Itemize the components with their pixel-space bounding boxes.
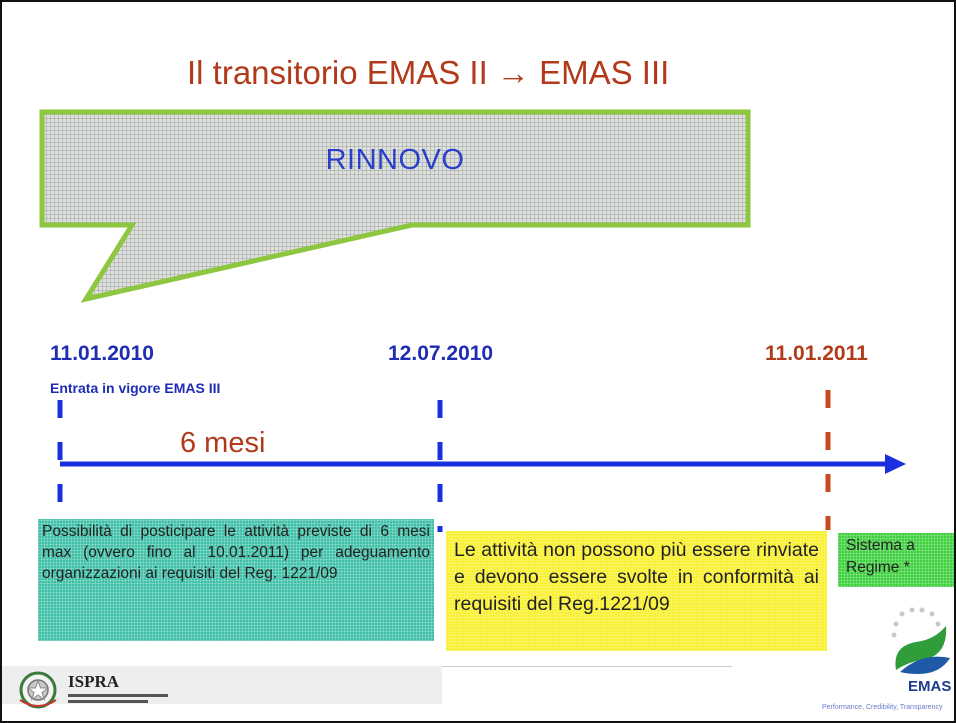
timeline	[57, 390, 906, 532]
box-regime: Sistema a Regime *	[838, 533, 954, 587]
callout-shape	[39, 109, 751, 303]
emas-tagline: Performance, Credibility, Transparency	[822, 704, 943, 711]
slide-title: Il transitorio EMAS II → EMAS III	[187, 54, 670, 91]
date-end: 11.01.2011	[765, 342, 868, 365]
date-mid: 12.07.2010	[388, 342, 494, 365]
box-mandatory: Le attività non possono più essere rinvi…	[446, 531, 827, 651]
period-label: 6 mesi	[180, 427, 266, 459]
italian-emblem-icon	[19, 671, 57, 709]
footer-divider	[442, 666, 732, 667]
ispra-subtitle-lines	[68, 694, 168, 703]
callout-label: RINNOVO	[325, 144, 465, 176]
date-start: 11.01.2010	[50, 342, 154, 365]
emas-name: EMAS	[908, 678, 952, 695]
ispra-name: ISPRA	[68, 672, 120, 691]
footer-band	[2, 666, 442, 704]
date-start-caption: Entrata in vigore EMAS III	[50, 380, 221, 396]
box-postpone: Possibilità di posticipare le attività p…	[38, 519, 434, 641]
timeline-arrow-icon	[885, 454, 906, 474]
emas-leaf-icon	[891, 607, 950, 674]
